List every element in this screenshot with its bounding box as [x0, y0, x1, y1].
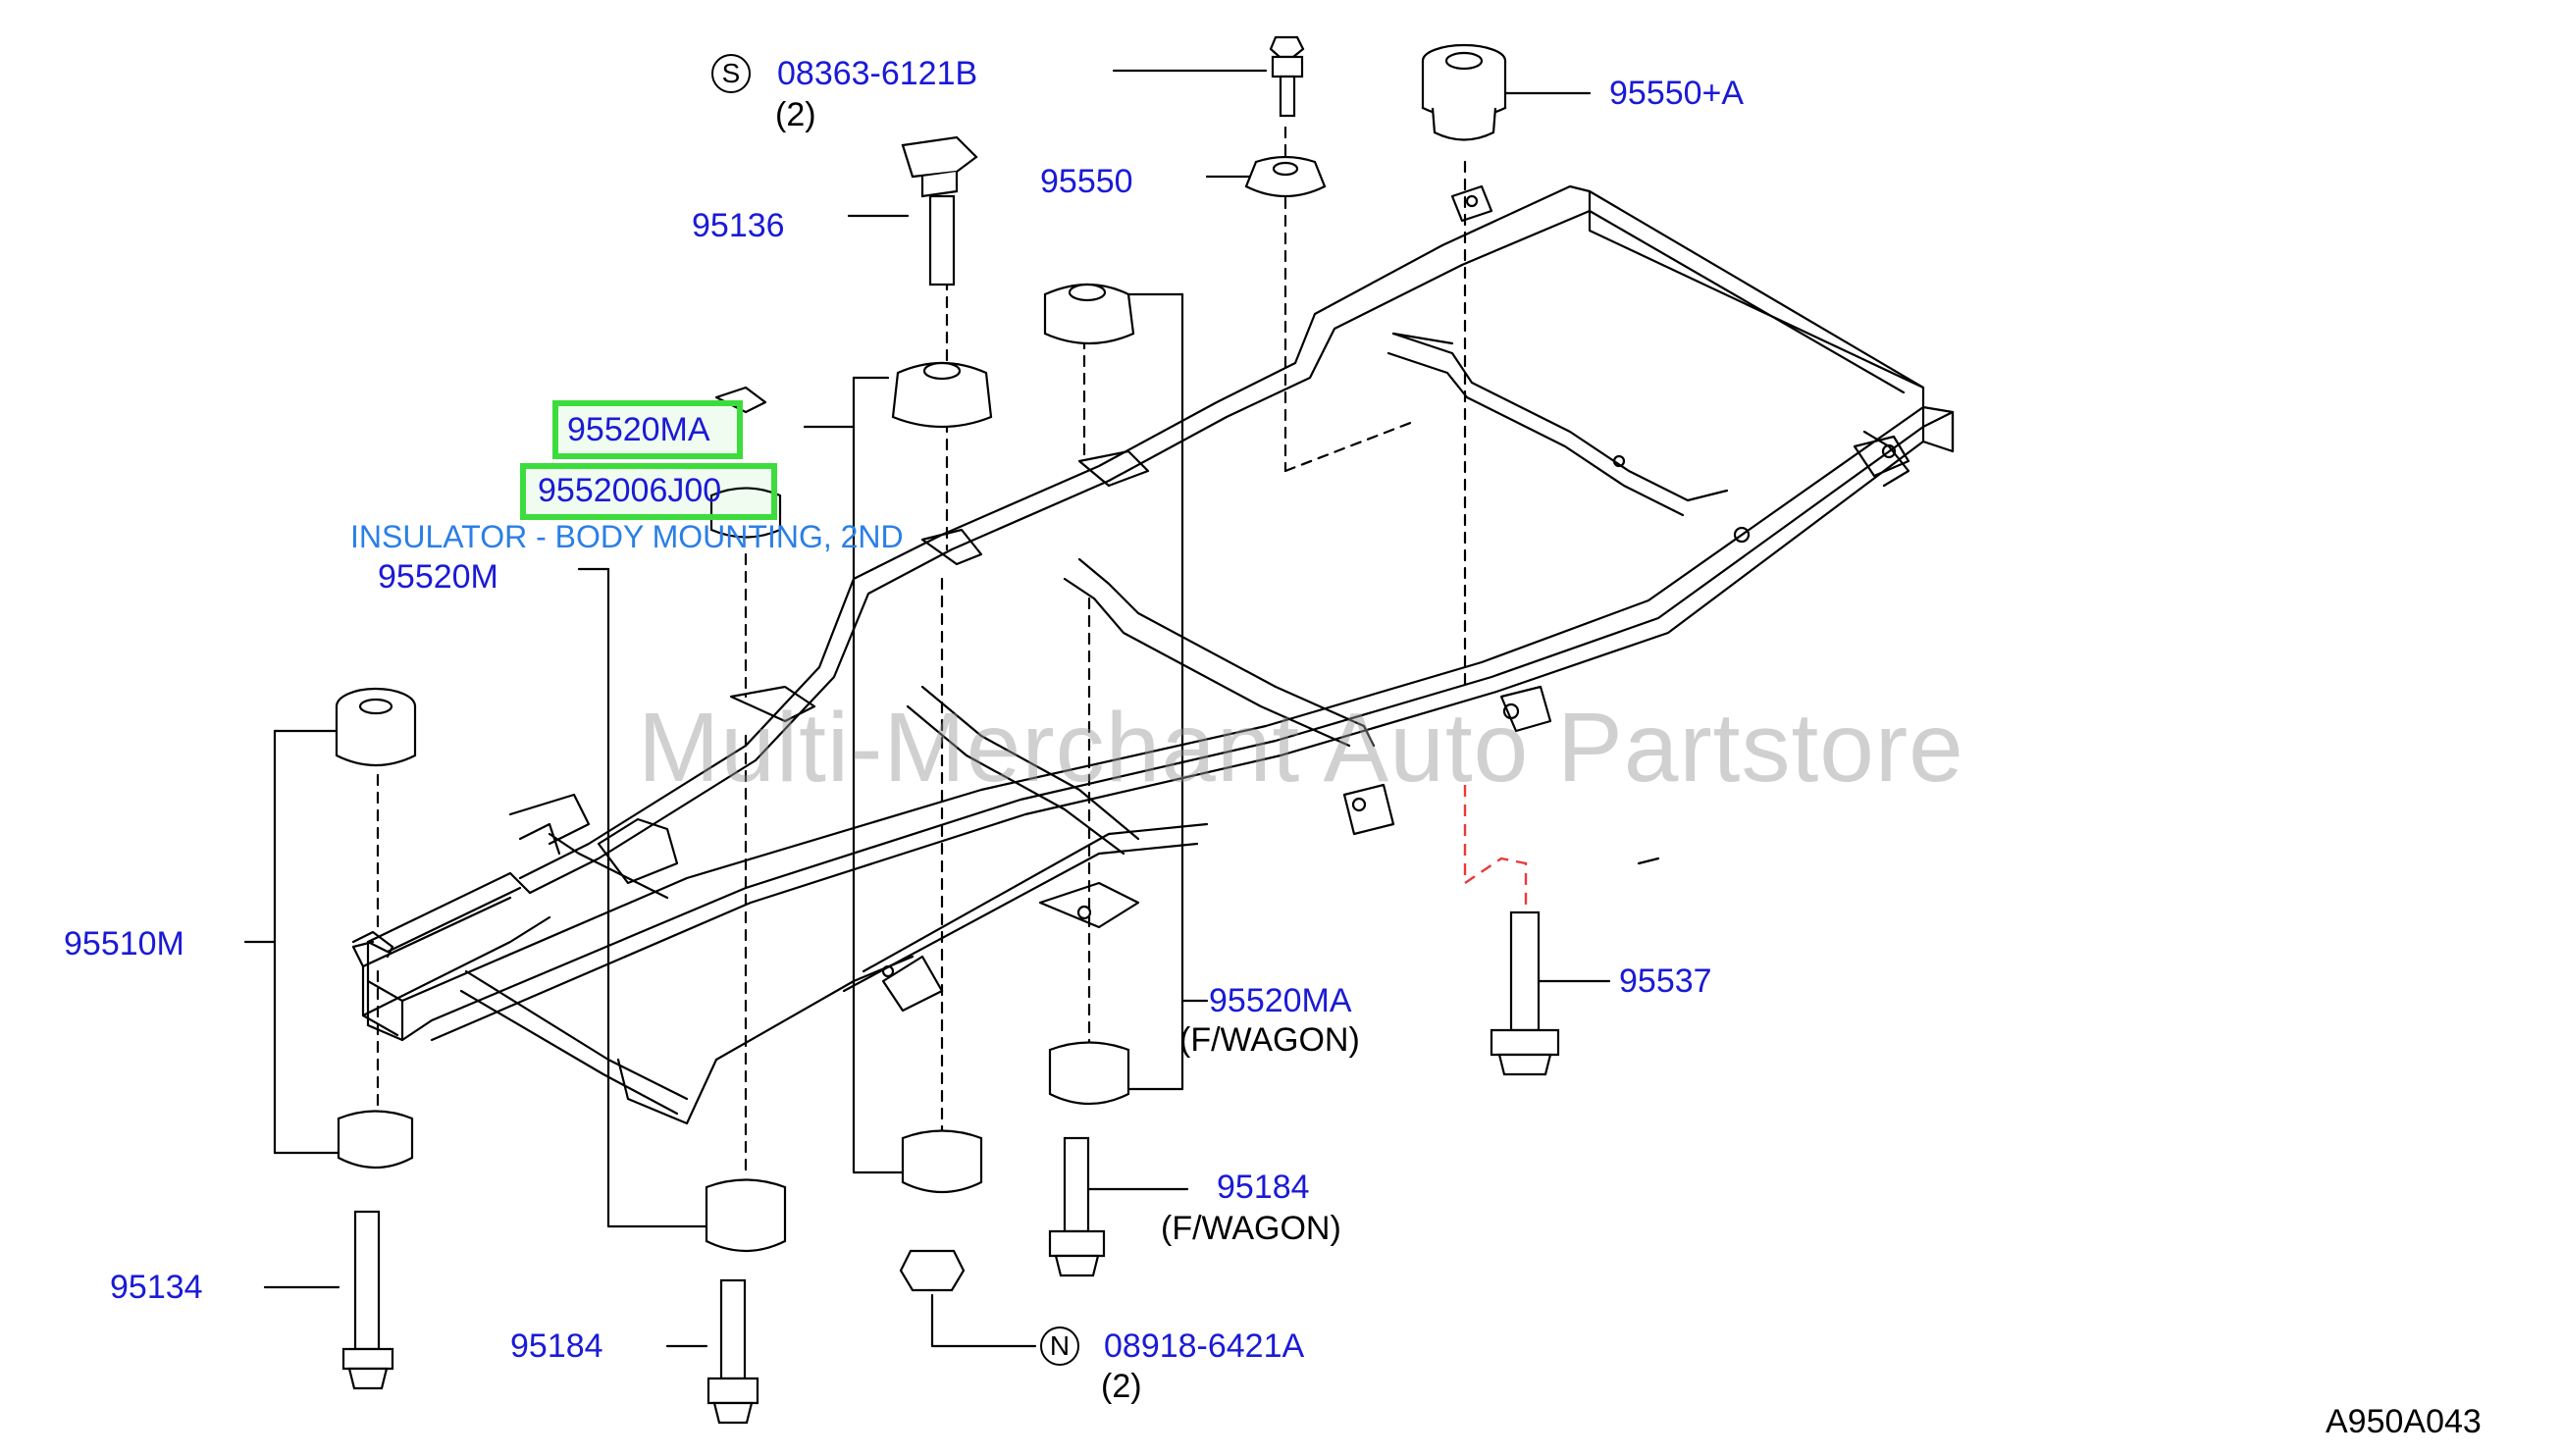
highlighted-part-description: INSULATOR - BODY MOUNTING, 2ND	[350, 519, 904, 554]
marker-n-circle: N	[1040, 1326, 1079, 1366]
callout-08363-6121b[interactable]: 08363-6121B	[777, 55, 978, 92]
callout-95520m[interactable]: 95520M	[378, 558, 498, 596]
highlighted-alt-part-number[interactable]: 9552006J00	[538, 472, 722, 509]
diagram-reference-code: A950A043	[2326, 1403, 2482, 1440]
highlighted-part-number[interactable]: 95520MA	[567, 411, 710, 448]
callout-95184-fwagon[interactable]: 95184	[1217, 1169, 1310, 1206]
callout-95550[interactable]: 95550	[1040, 163, 1133, 200]
callout-95510m[interactable]: 95510M	[64, 925, 184, 962]
callout-95184-fwagon-note: (F/WAGON)	[1161, 1210, 1341, 1247]
callout-08918-6421a-qty: (2)	[1101, 1368, 1142, 1405]
callout-95520ma-fwagon[interactable]: 95520MA	[1209, 982, 1352, 1019]
callout-95520ma-fwagon-note: (F/WAGON)	[1179, 1021, 1360, 1059]
callout-95184[interactable]: 95184	[510, 1327, 603, 1365]
callout-95550-a[interactable]: 95550+A	[1609, 75, 1745, 112]
highlight-box-alt-part-number	[520, 463, 777, 520]
callout-95537[interactable]: 95537	[1619, 962, 1712, 1000]
marker-s-circle: S	[711, 54, 751, 93]
callout-08363-6121b-qty: (2)	[775, 96, 816, 133]
callout-95136[interactable]: 95136	[692, 207, 785, 244]
highlight-box-part-number	[552, 400, 743, 459]
callout-08918-6421a[interactable]: 08918-6421A	[1104, 1327, 1305, 1365]
watermark: Multi-Merchant Auto Partstore	[638, 693, 1964, 803]
callout-95134[interactable]: 95134	[110, 1269, 203, 1306]
